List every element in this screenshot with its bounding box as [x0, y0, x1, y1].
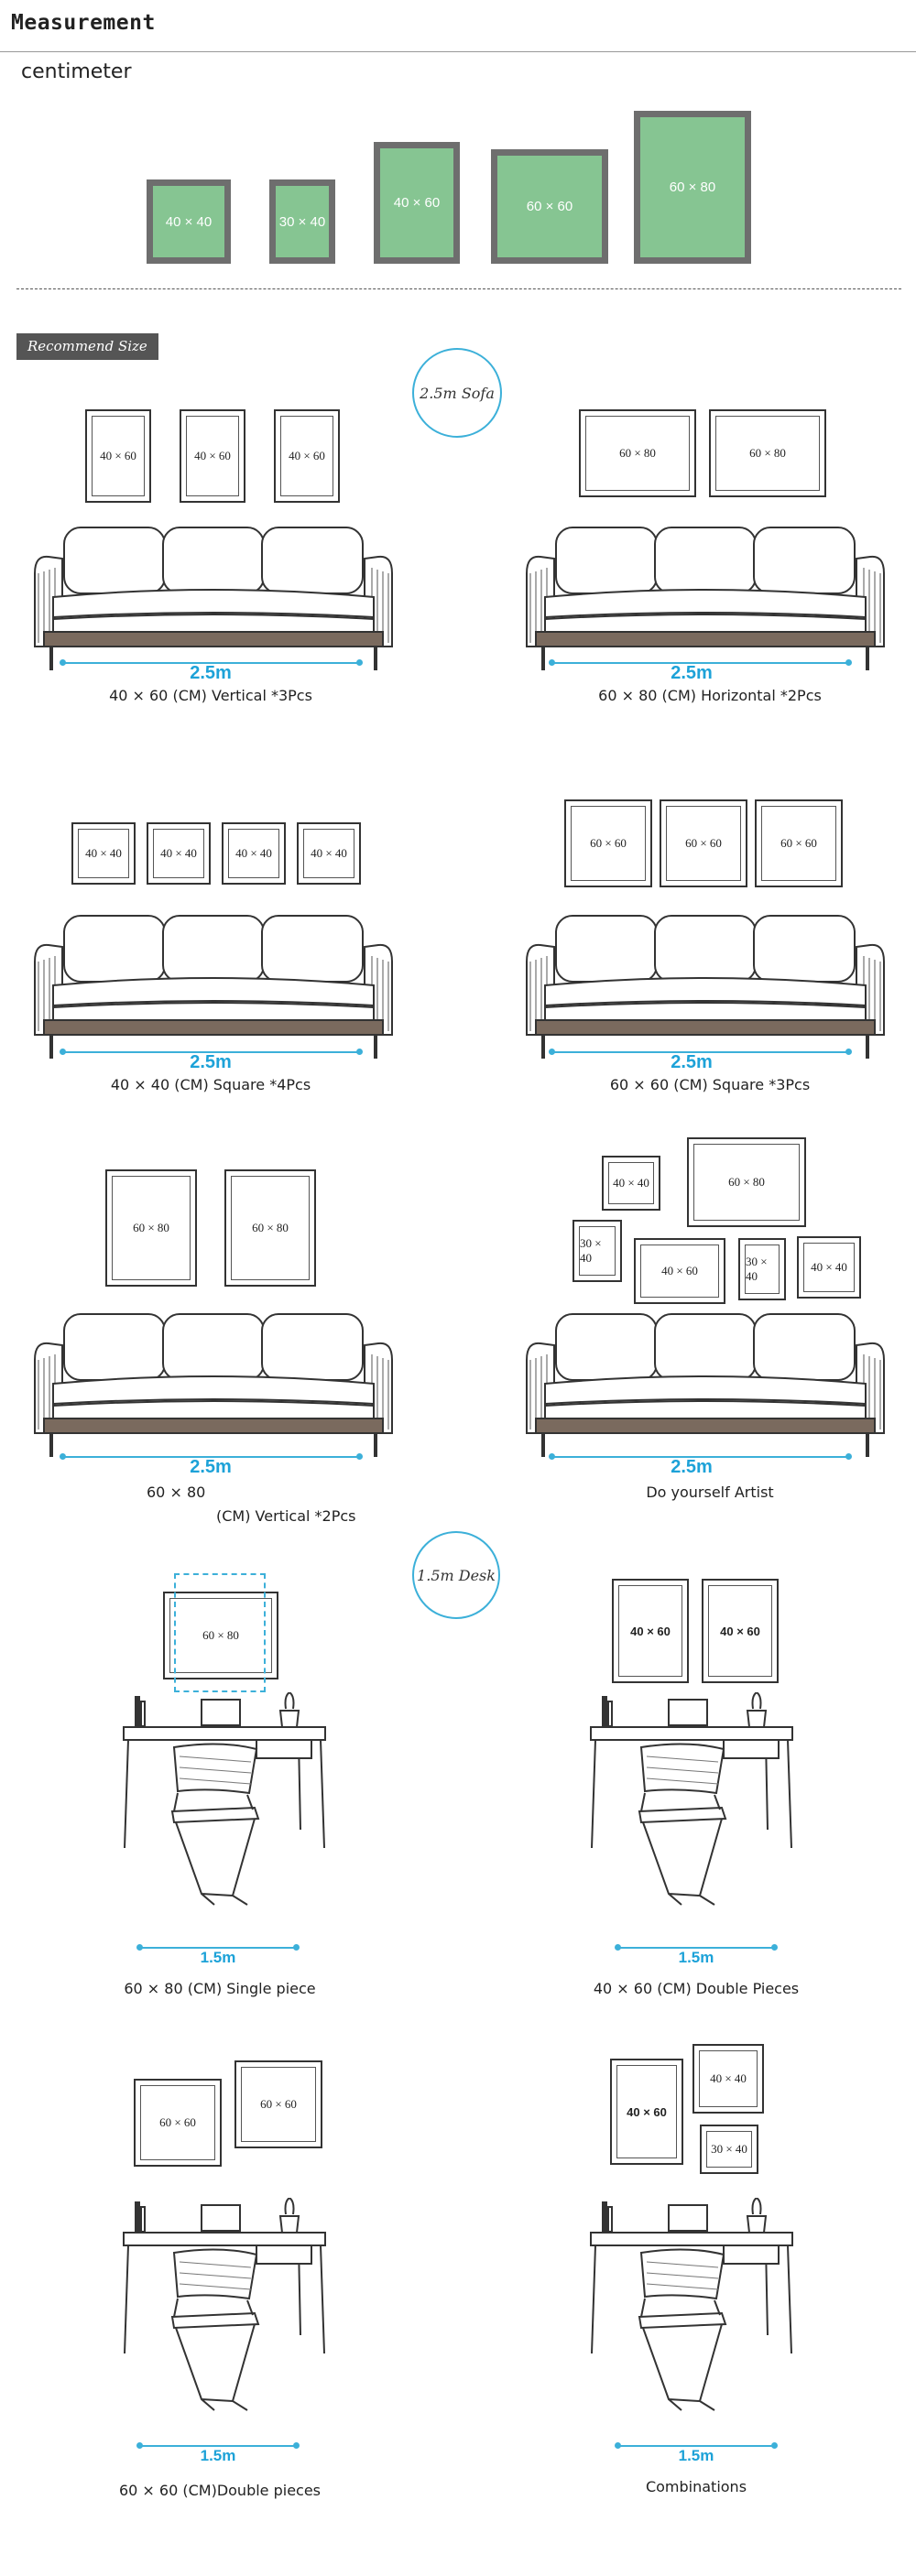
- frame-40x60: 40 × 60: [610, 2059, 683, 2165]
- size-swatch-40x60: 40 × 60: [374, 142, 460, 264]
- frame-60x80: 60 × 80: [709, 409, 826, 497]
- size-swatch-60x80: 60 × 80: [634, 111, 751, 264]
- frame-40x60: 40 × 60: [612, 1579, 689, 1683]
- sofa-width-label: 2.5m: [190, 1052, 232, 1072]
- desk-width-measure: [136, 2442, 300, 2449]
- sofa-width-measure: [549, 659, 852, 666]
- frame-40x40: 40 × 40: [222, 822, 286, 885]
- desk-illustration: [119, 2198, 330, 2418]
- frame-60x80: 60 × 80: [105, 1169, 197, 1287]
- layout-caption: 40 × 40 (CM) Square *4Pcs: [110, 1076, 311, 1093]
- layout-caption: 40 × 60 (CM) Double Pieces: [593, 1980, 800, 1997]
- frame-40x60: 40 × 60: [274, 409, 340, 503]
- sofa-illustration: [26, 1305, 401, 1461]
- desk-width-label: 1.5m: [200, 2447, 236, 2464]
- sofa-illustration: [26, 907, 401, 1062]
- frame-40x40: 40 × 40: [602, 1156, 660, 1211]
- frame-40x60: 40 × 60: [85, 409, 151, 503]
- sofa-width-label: 2.5m: [190, 1457, 232, 1477]
- layout-caption: 60 × 60 (CM) Square *3Pcs: [609, 1076, 811, 1093]
- frame-60x60: 60 × 60: [755, 799, 843, 887]
- frame-30x40: 30 × 40: [738, 1238, 786, 1300]
- sofa-width-measure: [549, 1049, 852, 1055]
- sofa-width-measure: [549, 1453, 852, 1460]
- frame-60x80: 60 × 80: [687, 1137, 806, 1227]
- size-swatch-30x40: 30 × 40: [269, 179, 335, 264]
- layout-caption: 60 × 60 (CM)Double pieces: [118, 2482, 322, 2499]
- frame-60x60: 60 × 60: [234, 2060, 322, 2148]
- layout-caption: 60 × 80 (CM) Horizontal *2Pcs: [598, 687, 822, 704]
- section-divider: [16, 288, 901, 289]
- frame-40x40: 40 × 40: [147, 822, 211, 885]
- frame-60x60: 60 × 60: [660, 799, 747, 887]
- sofa-width-label: 2.5m: [190, 663, 232, 683]
- sofa-width-measure: [60, 659, 363, 666]
- layout-caption: 60 × 80 (CM) Single piece: [124, 1980, 316, 1997]
- sofa-width-measure: [60, 1453, 363, 1460]
- layout-caption: (CM) Vertical *2Pcs: [216, 1507, 356, 1525]
- frame-40x60: 40 × 60: [702, 1579, 779, 1683]
- desk-illustration: [586, 1692, 797, 1912]
- sofa-illustration: [26, 518, 401, 674]
- frame-60x60: 60 × 60: [134, 2079, 222, 2167]
- sofa-illustration: [518, 907, 893, 1062]
- desk-width-label: 1.5m: [678, 1949, 714, 1966]
- desk-illustration: [586, 2198, 797, 2418]
- frame-40x40: 40 × 40: [71, 822, 136, 885]
- layout-caption: 40 × 60 (CM) Vertical *3Pcs: [109, 687, 312, 704]
- sofa-width-measure: [60, 1049, 363, 1055]
- sofa-size-badge: 2.5m Sofa: [412, 348, 502, 438]
- desk-width-measure: [615, 2442, 778, 2449]
- frame-60x80: 60 × 80: [579, 409, 696, 497]
- desk-width-label: 1.5m: [200, 1949, 236, 1966]
- sofa-width-label: 2.5m: [671, 1457, 713, 1477]
- frame-40x40: 40 × 40: [297, 822, 361, 885]
- sofa-illustration: [518, 1305, 893, 1461]
- unit-label: centimeter: [21, 60, 132, 83]
- header-divider: [0, 51, 916, 52]
- layout-caption: Combinations: [645, 2478, 747, 2495]
- desk-width-label: 1.5m: [678, 2447, 714, 2464]
- frame-60x80: 60 × 80: [163, 1592, 278, 1679]
- desk-width-measure: [136, 1944, 300, 1951]
- layout-caption: 60 × 80: [147, 1484, 206, 1501]
- highlight-dashed-box: [174, 1573, 266, 1692]
- frame-30x40: 30 × 40: [572, 1220, 622, 1282]
- desk-width-measure: [615, 1944, 778, 1951]
- size-swatch-40x40: 40 × 40: [147, 179, 231, 264]
- frame-40x60: 40 × 60: [634, 1238, 725, 1304]
- sofa-width-label: 2.5m: [671, 1052, 713, 1072]
- frame-60x80: 60 × 80: [224, 1169, 316, 1287]
- frame-40x40: 40 × 40: [797, 1236, 861, 1299]
- frame-40x40: 40 × 40: [692, 2044, 764, 2114]
- frame-30x40: 30 × 40: [700, 2125, 758, 2174]
- desk-illustration: [119, 1692, 330, 1912]
- layout-caption: Do yourself Artist: [646, 1484, 774, 1501]
- recommend-size-label: Recommend Size: [16, 333, 158, 360]
- frame-40x60: 40 × 60: [180, 409, 245, 503]
- page-title: Measurement: [11, 11, 156, 35]
- frame-60x60: 60 × 60: [564, 799, 652, 887]
- sofa-width-label: 2.5m: [671, 663, 713, 683]
- desk-size-badge: 1.5m Desk: [412, 1531, 500, 1619]
- sofa-illustration: [518, 518, 893, 674]
- size-swatch-60x60: 60 × 60: [491, 149, 608, 264]
